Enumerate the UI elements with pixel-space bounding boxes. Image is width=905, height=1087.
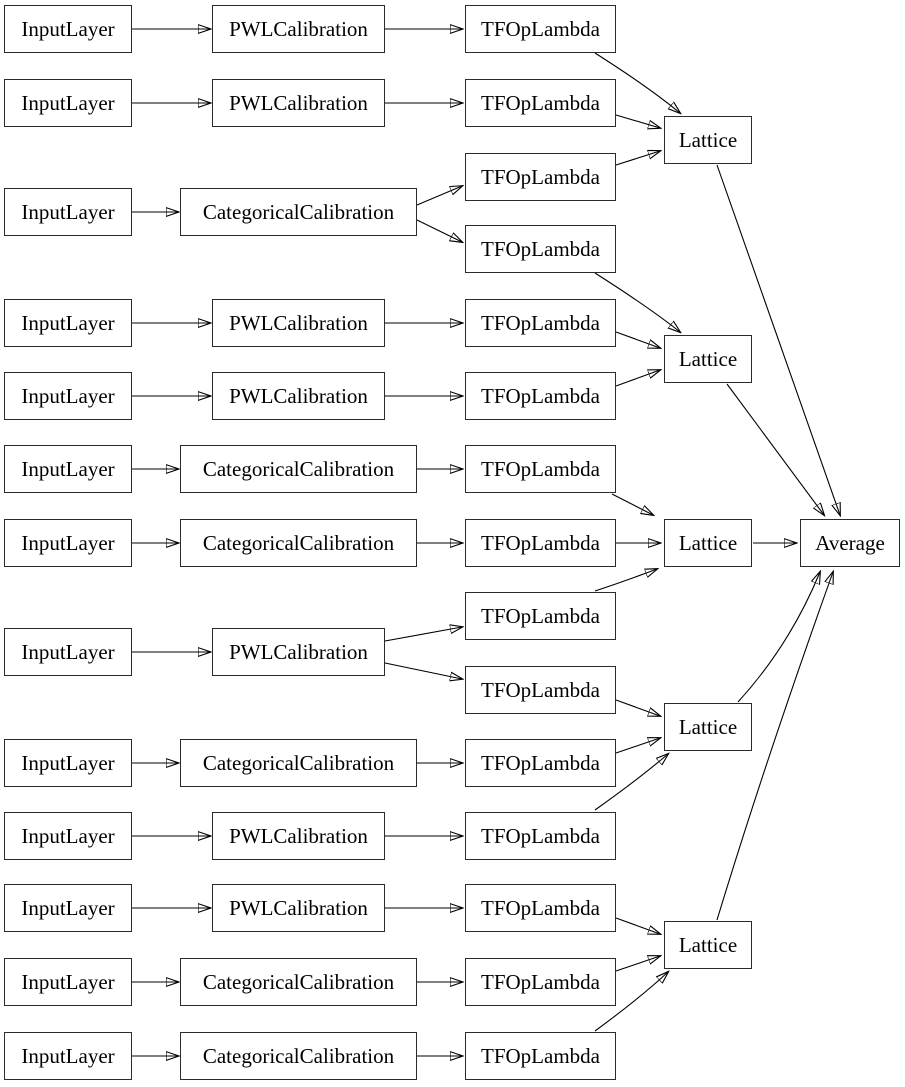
node-inputlayer-7: InputLayer [4, 519, 132, 567]
node-tfoplambda-13: TFOpLambda [465, 884, 616, 932]
node-tfoplambda-6: TFOpLambda [465, 372, 616, 420]
node-lattice-2: Lattice [664, 335, 752, 383]
node-average: Average [800, 519, 900, 567]
node-lattice-1: Lattice [664, 116, 752, 164]
node-lattice-5: Lattice [664, 921, 752, 969]
node-categoricalcalibration-7: CategoricalCalibration [180, 519, 417, 567]
node-categoricalcalibration-6: CategoricalCalibration [180, 445, 417, 493]
node-inputlayer-1: InputLayer [4, 5, 132, 53]
node-tfoplambda-14: TFOpLambda [465, 958, 616, 1006]
node-tfoplambda-10: TFOpLambda [465, 666, 616, 714]
node-inputlayer-3: InputLayer [4, 188, 132, 236]
node-inputlayer-11: InputLayer [4, 884, 132, 932]
node-inputlayer-12: InputLayer [4, 958, 132, 1006]
node-tfoplambda-7: TFOpLambda [465, 445, 616, 493]
node-lattice-4: Lattice [664, 703, 752, 751]
node-inputlayer-6: InputLayer [4, 445, 132, 493]
node-inputlayer-8: InputLayer [4, 628, 132, 676]
node-categoricalcalibration-12: CategoricalCalibration [180, 958, 417, 1006]
node-pwlcalibration-5: PWLCalibration [212, 372, 385, 420]
node-tfoplambda-2: TFOpLambda [465, 79, 616, 127]
node-tfoplambda-4: TFOpLambda [465, 225, 616, 273]
node-categoricalcalibration-9: CategoricalCalibration [180, 739, 417, 787]
node-tfoplambda-15: TFOpLambda [465, 1032, 616, 1080]
node-inputlayer-2: InputLayer [4, 79, 132, 127]
node-inputlayer-4: InputLayer [4, 299, 132, 347]
node-pwlcalibration-10: PWLCalibration [212, 812, 385, 860]
node-lattice-3: Lattice [664, 519, 752, 567]
node-inputlayer-13: InputLayer [4, 1032, 132, 1080]
node-tfoplambda-11: TFOpLambda [465, 739, 616, 787]
node-tfoplambda-3: TFOpLambda [465, 153, 616, 201]
node-pwlcalibration-2: PWLCalibration [212, 79, 385, 127]
node-tfoplambda-1: TFOpLambda [465, 5, 616, 53]
node-categoricalcalibration-3: CategoricalCalibration [180, 188, 417, 236]
node-pwlcalibration-11: PWLCalibration [212, 884, 385, 932]
node-inputlayer-5: InputLayer [4, 372, 132, 420]
node-categoricalcalibration-13: CategoricalCalibration [180, 1032, 417, 1080]
node-inputlayer-9: InputLayer [4, 739, 132, 787]
node-pwlcalibration-1: PWLCalibration [212, 5, 385, 53]
node-tfoplambda-12: TFOpLambda [465, 812, 616, 860]
node-tfoplambda-9: TFOpLambda [465, 592, 616, 640]
node-inputlayer-10: InputLayer [4, 812, 132, 860]
node-pwlcalibration-4: PWLCalibration [212, 299, 385, 347]
node-tfoplambda-8: TFOpLambda [465, 519, 616, 567]
node-tfoplambda-5: TFOpLambda [465, 299, 616, 347]
node-pwlcalibration-8: PWLCalibration [212, 628, 385, 676]
